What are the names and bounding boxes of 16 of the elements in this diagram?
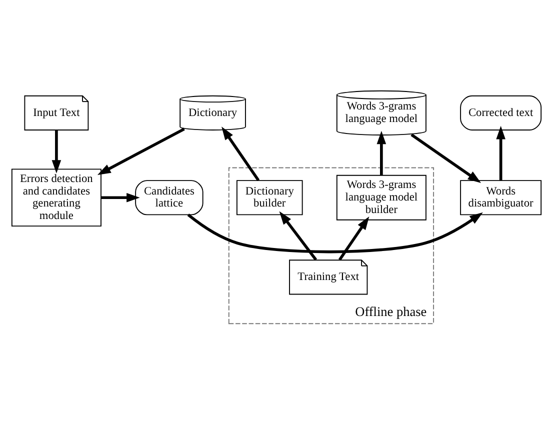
- node-box: Errors detection and candidates generating module: [11, 168, 102, 226]
- node-box: Candidates lattice: [135, 180, 204, 215]
- arrow: [52, 130, 62, 173]
- arrow: [187, 212, 483, 253]
- arrow: [410, 133, 482, 182]
- node-box: Corrected text: [460, 94, 542, 130]
- node-box: Words 3-grams language model builder: [336, 174, 426, 220]
- arrow: [222, 126, 260, 181]
- arrow: [496, 125, 506, 180]
- arrow: [279, 210, 318, 260]
- node-box: Words disambiguator: [460, 180, 542, 215]
- arrow: [101, 192, 140, 202]
- arrow: [338, 216, 370, 260]
- arrow: [376, 130, 386, 175]
- arrow: [97, 127, 185, 174]
- node-box: Dictionary builder: [236, 180, 303, 215]
